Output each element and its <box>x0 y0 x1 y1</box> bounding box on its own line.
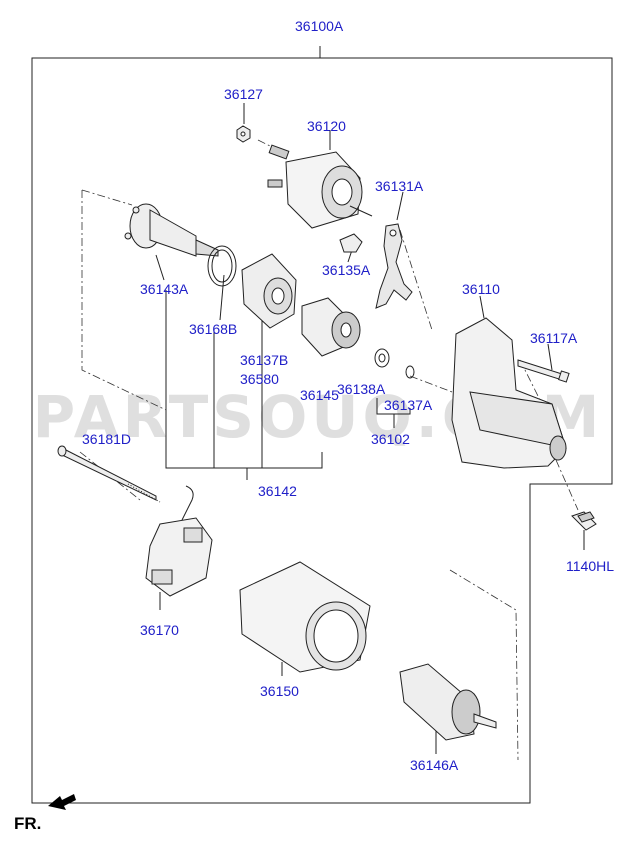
label-36146A[interactable]: 36146A <box>410 757 459 773</box>
armature-icon <box>399 663 497 741</box>
label-36135A[interactable]: 36135A <box>322 262 371 278</box>
label-36168B[interactable]: 36168B <box>189 321 238 337</box>
label-36110[interactable]: 36110 <box>462 281 500 297</box>
solenoid-icon <box>267 144 373 229</box>
label-36131A[interactable]: 36131A <box>375 178 424 194</box>
ring-icon <box>405 365 415 379</box>
flange-bolt-icon <box>571 511 597 531</box>
front-indicator: FR. <box>14 814 42 833</box>
label-36102[interactable]: 36102 <box>371 431 410 447</box>
pinion-icon <box>301 297 361 357</box>
shaft-icon <box>124 203 219 257</box>
label-36117A[interactable]: 36117A <box>530 330 578 346</box>
gear-housing-icon <box>241 253 297 329</box>
small-washer-icon <box>374 348 390 368</box>
label-36127[interactable]: 36127 <box>224 86 263 102</box>
housing-icon <box>451 317 567 469</box>
label-1140HL[interactable]: 1140HL <box>566 558 615 574</box>
label-36145[interactable]: 36145 <box>300 387 339 403</box>
nut-icon <box>236 125 251 143</box>
washer-icon <box>207 245 237 287</box>
label-36142[interactable]: 36142 <box>258 483 297 499</box>
label-36100A[interactable]: 36100A <box>295 18 344 34</box>
brush-holder-icon <box>145 485 213 597</box>
yoke-icon <box>239 561 371 673</box>
label-36120[interactable]: 36120 <box>307 118 346 134</box>
label-36137B[interactable]: 36137B <box>240 352 289 368</box>
label-36143A[interactable]: 36143A <box>140 281 189 297</box>
lever-icon <box>375 223 413 309</box>
label-36137A[interactable]: 36137A <box>384 397 433 413</box>
label-36580[interactable]: 36580 <box>240 371 279 387</box>
small-bolt-icon <box>517 359 570 383</box>
label-36138A[interactable]: 36138A <box>337 381 386 397</box>
plunger-icon <box>339 233 363 253</box>
front-arrow-icon <box>48 794 76 810</box>
label-36181D[interactable]: 36181D <box>82 431 132 447</box>
through-bolt-icon <box>57 445 161 503</box>
label-36150[interactable]: 36150 <box>260 683 299 699</box>
label-36170[interactable]: 36170 <box>140 622 179 638</box>
